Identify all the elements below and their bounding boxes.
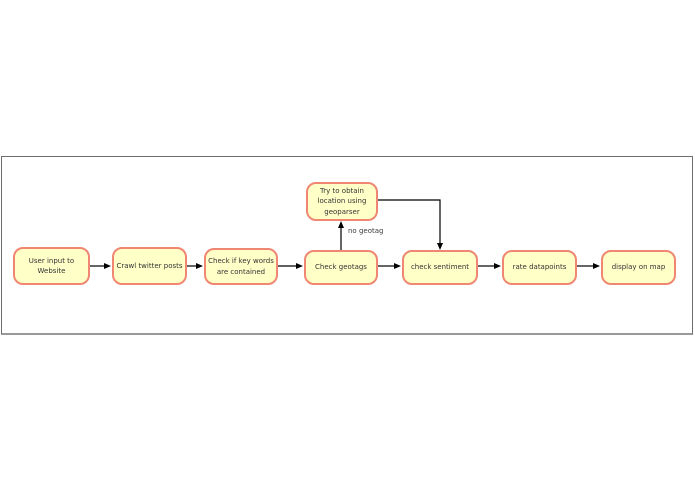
flow-node-check-geotags: Check geotags xyxy=(304,250,378,285)
flow-node-check-keywords: Check if key words are contained xyxy=(204,248,278,285)
edge-label-no-geotag: no geotag xyxy=(348,227,384,235)
flow-node-user-input: User input to Website xyxy=(13,247,90,285)
flow-node-rate-datapoints: rate datapoints xyxy=(502,250,577,285)
flow-node-display-on-map: display on map xyxy=(601,250,676,285)
flow-node-try-geoparser: Try to obtain location using geoparser xyxy=(306,182,378,221)
flow-node-check-sentiment: check sentiment xyxy=(402,250,478,285)
flow-node-crawl-twitter-posts: Crawl twitter posts xyxy=(112,247,187,285)
